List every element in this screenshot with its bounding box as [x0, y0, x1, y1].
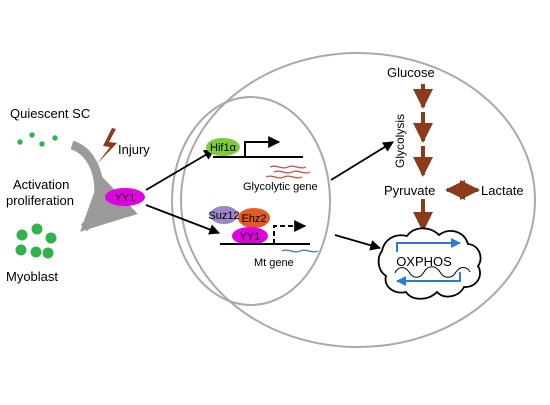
hif1a-node [206, 138, 240, 156]
suz12-node [210, 206, 238, 224]
suz12-label: Suz12 [208, 210, 239, 222]
myoblast-label: Myoblast [6, 269, 58, 284]
mt-promoter-arrow [273, 220, 307, 244]
activation-gray-arrow [70, 140, 138, 232]
mt-gene-label: Mt gene [254, 257, 294, 269]
glycolytic-gene-label: Glycolytic gene [243, 181, 318, 193]
glycolysis-label: Glycolysis [393, 114, 407, 168]
glucose-label: Glucose [387, 65, 435, 80]
yy1-to-hif-arrow [145, 149, 215, 191]
glycolytic-transcript-2 [273, 170, 311, 174]
ehz2-label: Ehz2 [241, 213, 266, 225]
yy1-main-node [105, 188, 145, 206]
myoblast-dots [15, 223, 57, 259]
yy1-to-mt-arrow [145, 204, 221, 235]
glycolytic-transcript-3 [265, 175, 303, 179]
yy1-main-label: YY1 [115, 192, 136, 204]
quiescent-sc-label: Quiescent SC [10, 106, 90, 121]
hif1a-label: Hif1α [210, 142, 237, 154]
cell-outline [180, 52, 536, 348]
activation-label: Activation [13, 177, 69, 192]
injury-label: Injury [118, 142, 150, 157]
oxphos-cycle-bottom [396, 272, 461, 286]
mt-transcript [281, 249, 319, 253]
mitochondrion-cristae [394, 266, 471, 278]
oxphos-label: OXPHOS [396, 254, 452, 269]
glycolytic-transcript-1 [269, 165, 307, 169]
pyruvate-label: Pyruvate [384, 183, 435, 198]
ehz2-node [238, 208, 270, 228]
proliferation-label: proliferation [6, 193, 74, 208]
nucleus-outline [171, 96, 331, 306]
glycolytic-to-glycolysis-arrow [330, 141, 394, 181]
yy1-complex-label: YY1 [240, 231, 261, 243]
quiescent-dots [17, 132, 58, 147]
mt-to-oxphos-arrow [334, 234, 382, 251]
glycolytic-promoter-arrow [244, 136, 281, 157]
lightning-icon [97, 128, 117, 164]
oxphos-cycle-top [396, 238, 461, 252]
lactate-label: Lactate [481, 183, 524, 198]
yy1-complex-node [232, 227, 268, 245]
